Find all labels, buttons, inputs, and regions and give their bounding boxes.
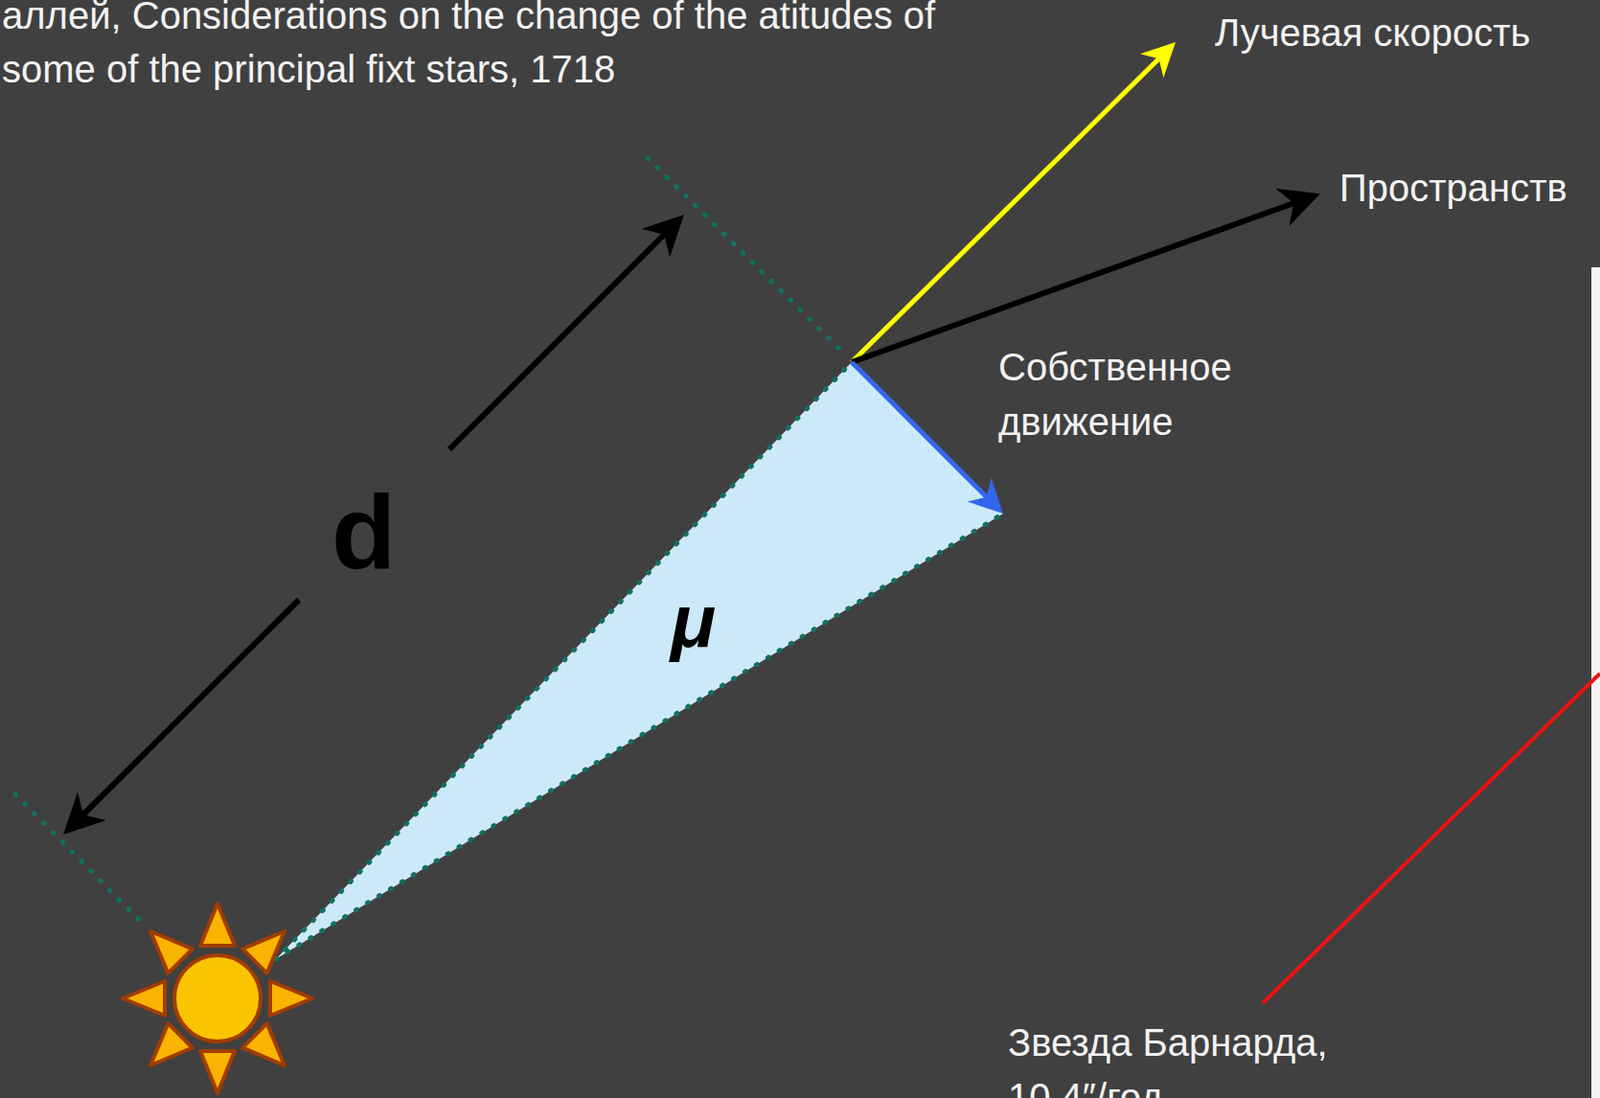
space-velocity-label: Пространств: [1339, 160, 1568, 215]
angle-symbol: μ: [670, 574, 716, 667]
star-label: Звезда Барнарда, 10.4″/год: [1007, 1015, 1420, 1098]
space-velocity-arrow: [851, 196, 1313, 363]
red-line: [1262, 673, 1600, 1004]
distance-arrow: [449, 220, 679, 450]
proper-motion-label: Собственное движение: [998, 340, 1305, 450]
dotted-guides: [15, 158, 1004, 960]
angle-wedge: [275, 362, 1004, 960]
citation-note: аллей, Considerations on the change of t…: [1, 0, 989, 96]
distance-symbol: d: [331, 469, 396, 595]
sun-symbol: [122, 903, 313, 1094]
proper-motion-arrow: [851, 362, 999, 509]
radial-velocity-arrow: [851, 46, 1171, 363]
distance-arrow: [68, 599, 299, 829]
radial-velocity-label: Лучевая скорость: [1214, 5, 1531, 60]
